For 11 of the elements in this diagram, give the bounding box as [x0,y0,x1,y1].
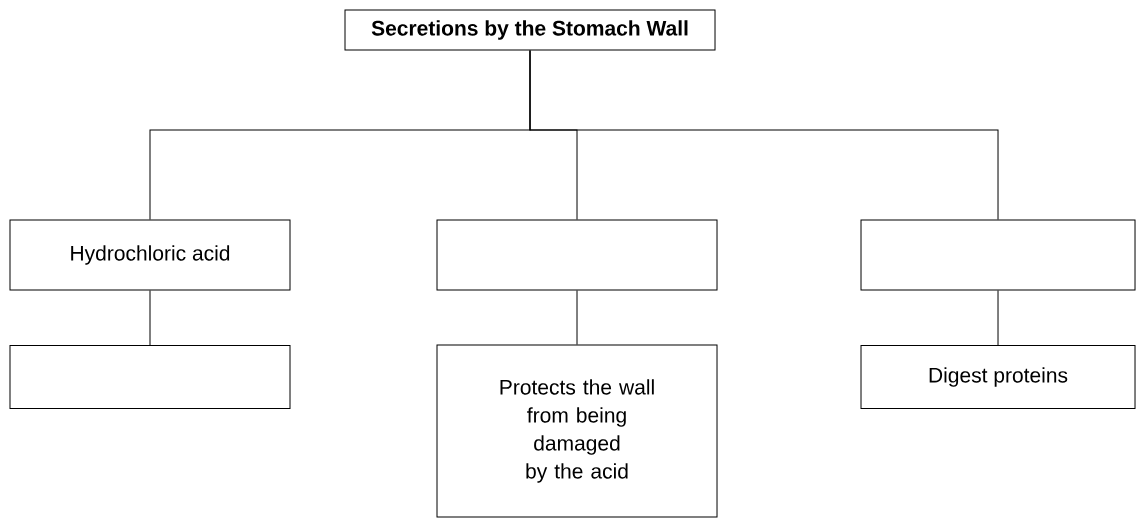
title-box: Secretions by the Stomach Wall [344,9,716,51]
empty-box [9,345,291,409]
text-box: Protects the wall from being damaged by the acid [436,344,718,518]
text-box: Hydrochloric acid [9,219,291,291]
connector-line [576,290,578,345]
text-box: Digest proteins [860,345,1136,409]
empty-box [436,219,718,291]
connector-line [149,290,151,346]
connector-line [529,50,999,220]
connector-line [997,290,999,346]
empty-box [860,219,1136,291]
